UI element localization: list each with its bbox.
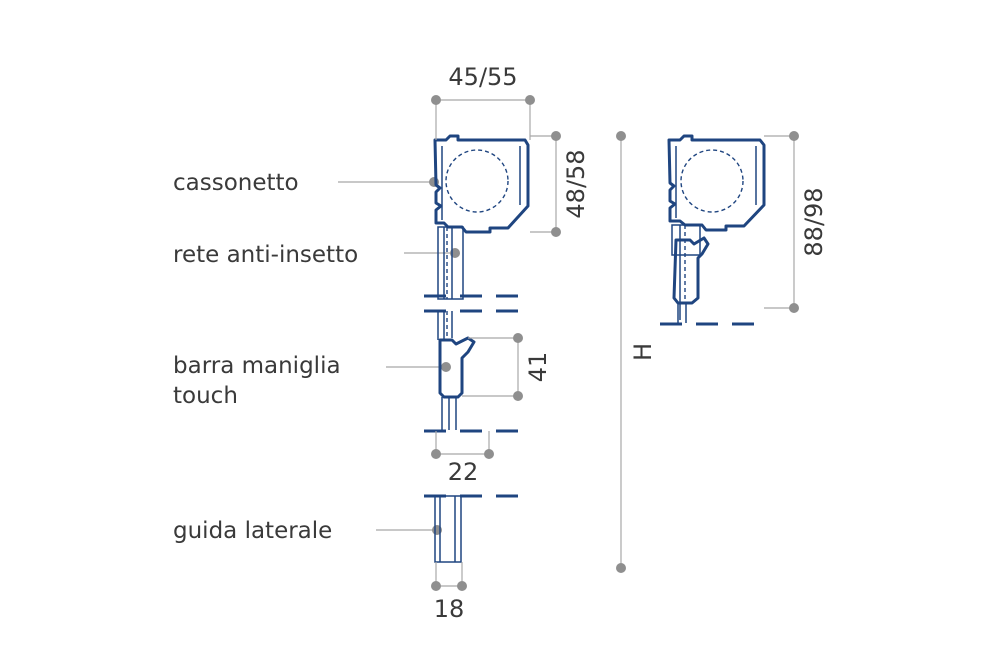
dimension-box-height: 48/58 — [530, 131, 590, 237]
dim-total-height-value: H — [629, 343, 657, 361]
dim-side-height-value: 88/98 — [800, 187, 828, 256]
dim-box-height-value: 48/58 — [562, 149, 590, 218]
callout-barra-maniglia: barra maniglia touch — [173, 353, 451, 409]
dim-handle-width-value: 22 — [448, 458, 479, 486]
rete-anti-insetto-profile — [437, 226, 464, 300]
guida-laterale-profile — [434, 495, 462, 563]
label-barra-maniglia-line1: barra maniglia — [173, 353, 341, 379]
label-rete-anti-insetto: rete anti-insetto — [173, 242, 358, 268]
dimension-handle-height: 41 — [462, 333, 552, 401]
callout-cassonetto: cassonetto — [173, 170, 439, 196]
dim-handle-height-value: 41 — [524, 352, 552, 383]
label-cassonetto: cassonetto — [173, 170, 299, 196]
dim-guide-width-value: 18 — [434, 595, 465, 623]
callout-rete-anti-insetto: rete anti-insetto — [173, 242, 460, 268]
cassonetto-profile — [433, 134, 530, 234]
label-barra-maniglia-line2: touch — [173, 383, 238, 409]
roller-circle — [445, 149, 509, 213]
side-roller-circle — [680, 149, 744, 213]
dimension-total-height: H — [616, 131, 657, 573]
callout-guida-laterale: guida laterale — [173, 518, 442, 544]
dimension-guide-width: 18 — [431, 562, 467, 623]
dimension-handle-width: 22 — [431, 431, 494, 486]
label-guida-laterale: guida laterale — [173, 518, 332, 544]
barra-maniglia-profile — [437, 311, 476, 430]
side-section-profile — [660, 134, 766, 326]
dimension-side-height: 88/98 — [764, 131, 828, 313]
dimension-box-width: 45/55 — [431, 63, 535, 140]
dim-box-width-value: 45/55 — [448, 63, 517, 91]
